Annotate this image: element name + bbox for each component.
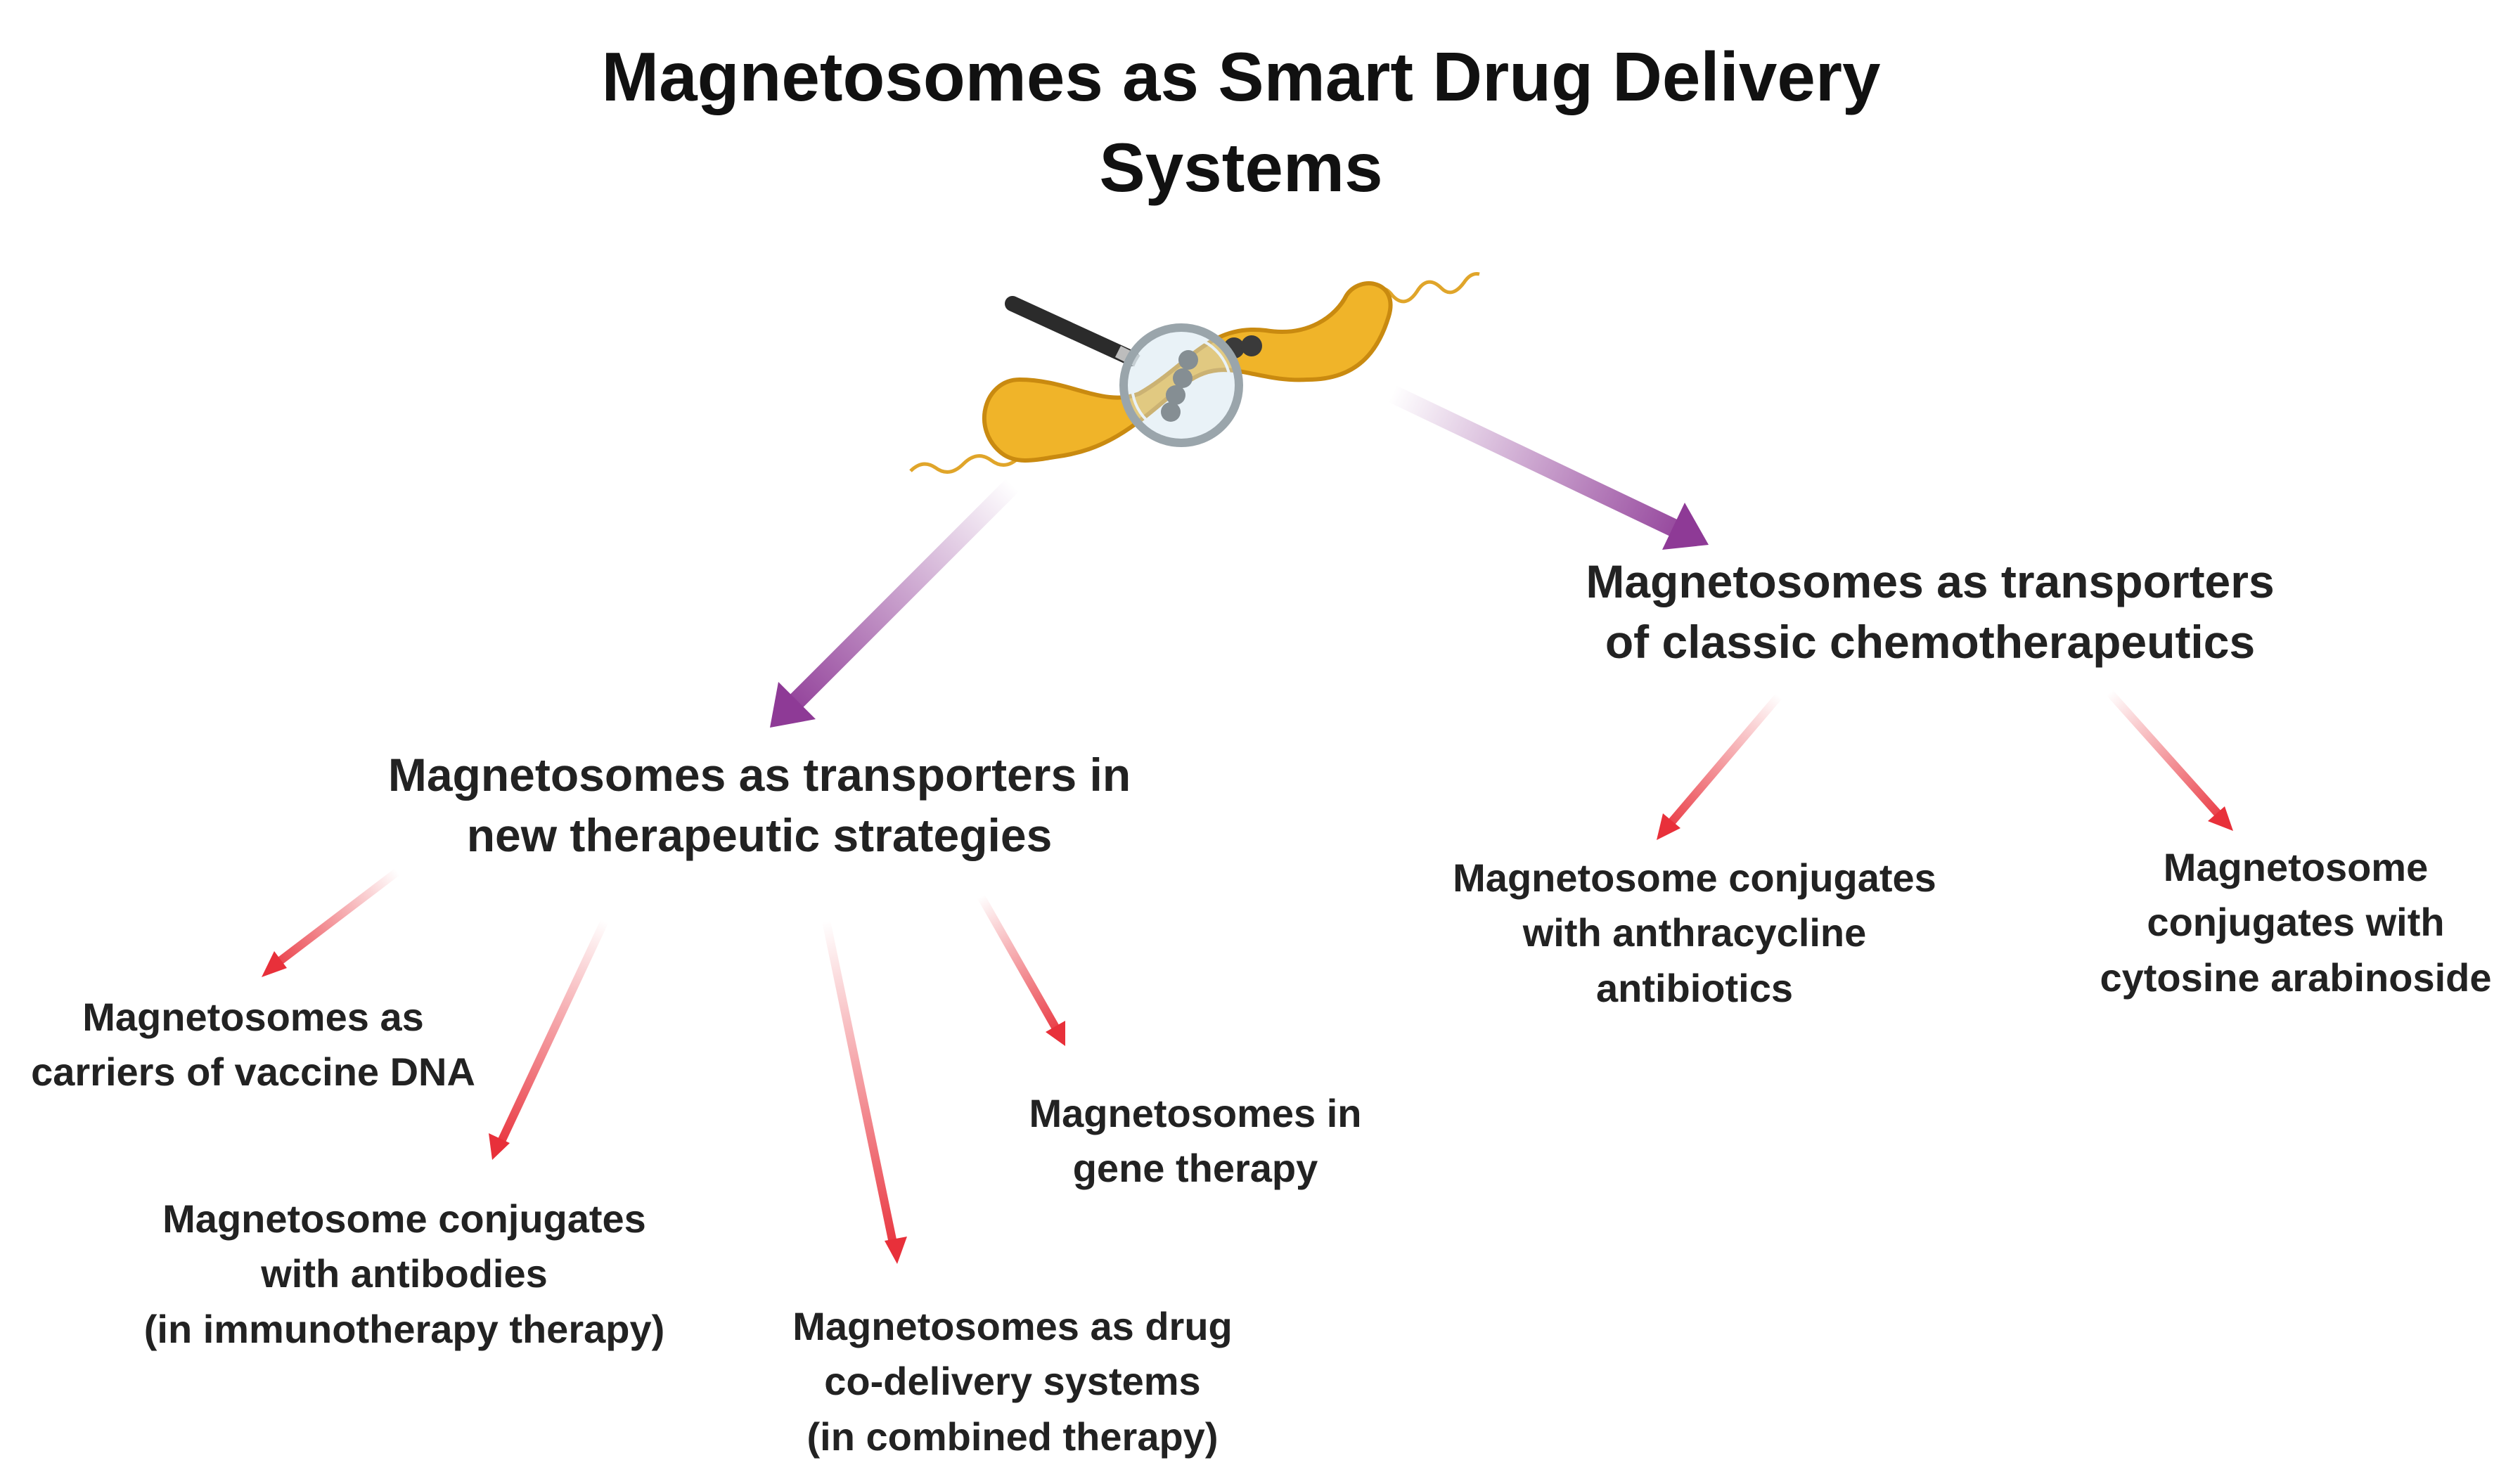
bacterium-illustration — [909, 272, 1480, 474]
leaf-line: conjugates with — [2147, 900, 2445, 945]
leaf-line: Magnetosome conjugates — [162, 1196, 646, 1241]
leaf-anthracycline: Magnetosome conjugates with anthracyclin… — [1438, 851, 1951, 1016]
leaf-line: co-delivery systems — [824, 1359, 1201, 1404]
magnifying-glass-icon — [1005, 296, 1243, 447]
branch-line: new therapeutic strategies — [466, 808, 1053, 861]
arrow-to-antibodies — [489, 919, 609, 1160]
leaf-line: carriers of vaccine DNA — [31, 1050, 475, 1095]
title-line: Systems — [1099, 129, 1383, 207]
branch-classic: Magnetosomes as transporters of classic … — [1543, 552, 2317, 673]
arrow-to-gene-therapy — [977, 894, 1065, 1046]
leaf-line: Magnetosomes as drug — [792, 1304, 1233, 1348]
magnetosome-chain — [1161, 335, 1262, 422]
arrow-to-cytosine — [2106, 689, 2233, 831]
leaf-line: antibiotics — [1595, 965, 1794, 1010]
leaf-line: with anthracycline — [1522, 910, 1867, 955]
leaf-line: gene therapy — [1072, 1146, 1318, 1191]
leaf-line: with antibodies — [261, 1251, 548, 1296]
branch-line: of classic chemotherapeutics — [1605, 615, 2256, 668]
leaf-line: Magnetosomes as — [82, 995, 424, 1039]
branch-new-strategies: Magnetosomes as transporters in new ther… — [295, 745, 1223, 866]
arrow-to-co-delivery — [822, 920, 907, 1264]
leaf-line: (in combined therapy) — [806, 1414, 1219, 1459]
leaf-co-delivery: Magnetosomes as drug co-delivery systems… — [759, 1299, 1266, 1464]
leaf-gene-therapy: Magnetosomes in gene therapy — [1005, 1086, 1385, 1196]
flagellum-left — [909, 454, 1021, 474]
title-line: Magnetosomes as Smart Drug Delivery — [601, 38, 1881, 115]
leaf-line: Magnetosome — [2163, 845, 2429, 889]
arrow-to-new-strategies — [770, 478, 1020, 728]
arrow-to-vaccine-dna — [262, 868, 400, 977]
arrow-to-anthracycline — [1657, 693, 1782, 840]
leaf-antibodies: Magnetosome conjugates with antibodies (… — [130, 1192, 679, 1357]
leaf-line: Magnetosome conjugates — [1453, 856, 1936, 900]
diagram-title: Magnetosomes as Smart Drug Delivery Syst… — [527, 32, 1955, 214]
branch-line: Magnetosomes as transporters — [1586, 555, 2275, 607]
leaf-line: (in immunotherapy therapy) — [143, 1306, 665, 1351]
leaf-line: Magnetosomes in — [1029, 1091, 1362, 1135]
arrow-to-classic — [1388, 385, 1709, 550]
leaf-line: cytosine arabinoside — [2100, 955, 2492, 1000]
flagellum-right — [1366, 272, 1480, 304]
leaf-cytosine: Magnetosome conjugates with cytosine ara… — [2085, 840, 2507, 1005]
branch-line: Magnetosomes as transporters in — [387, 749, 1131, 801]
leaf-vaccine-dna: Magnetosomes as carriers of vaccine DNA — [14, 990, 492, 1100]
